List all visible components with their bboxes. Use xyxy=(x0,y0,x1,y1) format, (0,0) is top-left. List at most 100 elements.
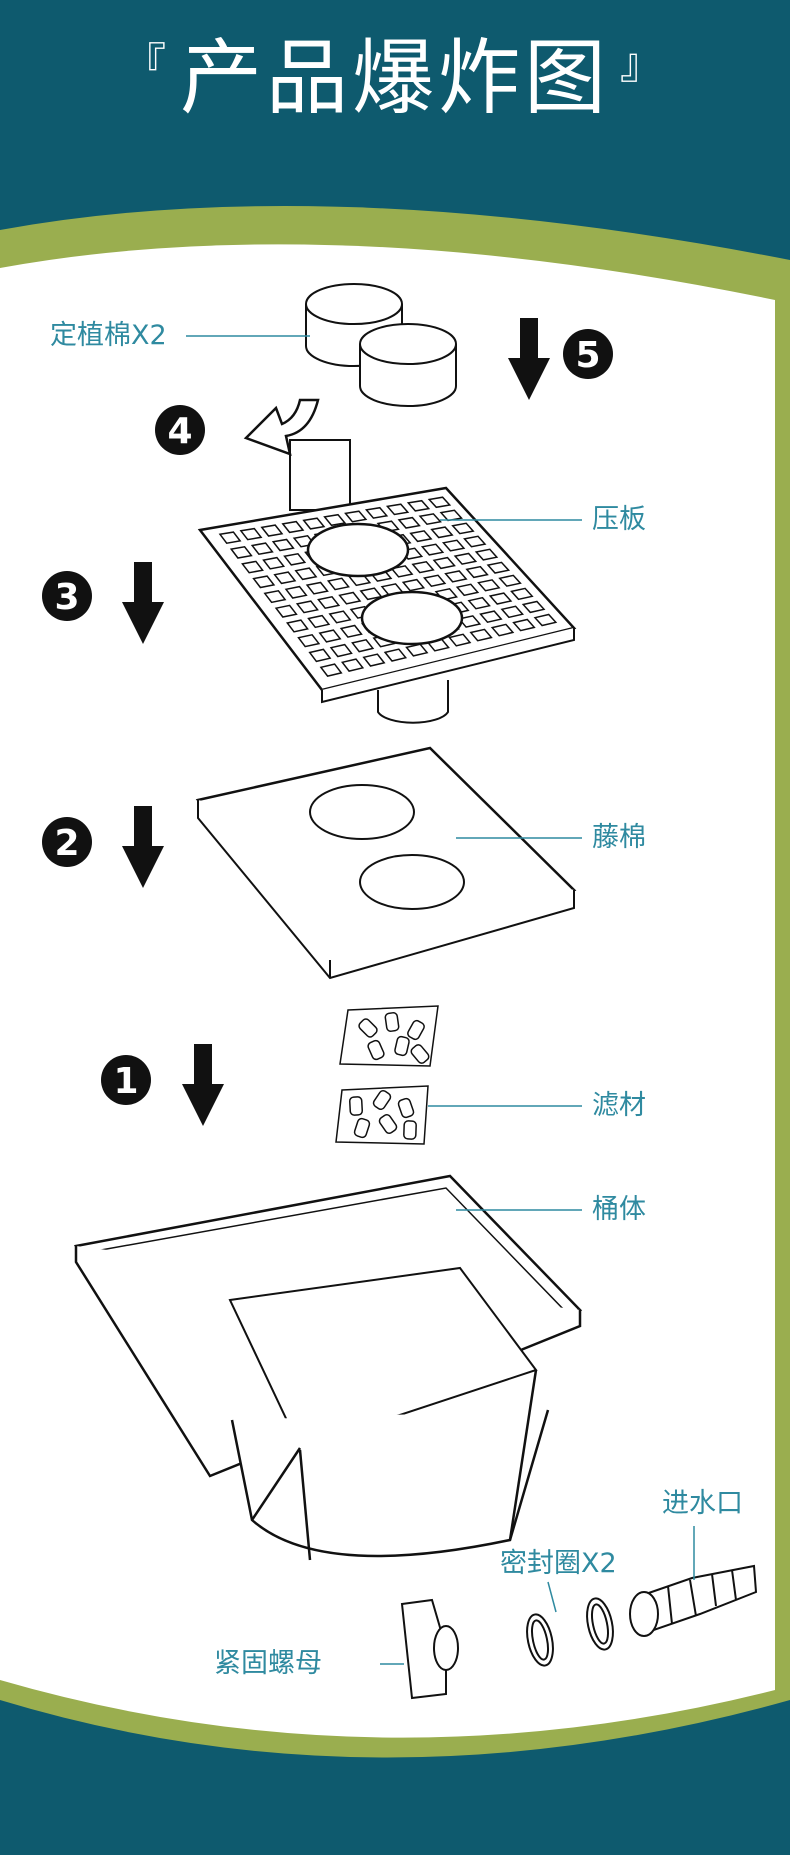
step-marker-3: 3 xyxy=(42,571,92,621)
plate-grid-cell xyxy=(307,614,331,629)
plate-grid-cell xyxy=(390,565,414,578)
plate-grid-cell xyxy=(339,624,363,638)
down-arrows xyxy=(122,318,550,1126)
plate-grid-cell xyxy=(250,542,274,556)
plate-grid-cell xyxy=(338,591,362,605)
plate-grid-cell xyxy=(328,610,352,624)
plate-grid-cell xyxy=(295,600,319,614)
plate-grid-cell xyxy=(308,648,332,663)
label-pressing-plate: 压板 xyxy=(592,504,646,535)
step-marker-1: 1 xyxy=(101,1055,151,1105)
plate-grid-cell xyxy=(498,574,522,587)
plate-grid-cell xyxy=(284,585,308,599)
plate-grid-cell xyxy=(294,567,318,581)
plate-grid-cell xyxy=(488,592,513,605)
plate-grid-cell xyxy=(448,633,472,647)
filter-media-chip xyxy=(403,1120,417,1140)
plate-grid-cell xyxy=(406,499,431,512)
leader-lines xyxy=(186,335,695,1665)
plate-grid-cell xyxy=(521,600,546,614)
label-planting-cotton: 定植棉X2 xyxy=(50,320,167,351)
plate-grid-cell xyxy=(467,596,491,610)
plate-grid-cell xyxy=(397,516,421,529)
step-markers: 5 4 3 2 1 xyxy=(42,329,613,1105)
plate-grid-cell xyxy=(411,560,435,574)
label-rattan-pad: 藤棉 xyxy=(592,822,646,853)
plate-grid-cell xyxy=(469,628,493,642)
plate-grid-cell xyxy=(385,503,410,516)
fastening-nut xyxy=(400,1598,459,1700)
plate-grid-cell xyxy=(364,506,389,519)
down-arrow-5 xyxy=(508,318,550,400)
down-arrow-1 xyxy=(182,1044,224,1126)
svg-text:1: 1 xyxy=(113,1061,138,1102)
plate-grid-cell xyxy=(318,629,342,643)
plate-grid-cell xyxy=(305,581,329,595)
plate-grid-cell xyxy=(453,552,478,565)
plate-grid-cell xyxy=(477,579,501,592)
label-water-inlet: 进水口 xyxy=(662,1488,743,1519)
plate-grid-cell xyxy=(319,663,343,677)
filter-media-chip xyxy=(407,1019,425,1041)
plate-grid-cell xyxy=(241,560,264,574)
plate-grid-cell xyxy=(351,638,375,653)
plate-grid-cell xyxy=(317,595,341,610)
plate-grid-cell xyxy=(273,571,297,585)
plate-grid-cell xyxy=(297,633,321,648)
plate-grid-cell xyxy=(457,615,482,628)
filter-media-chip xyxy=(384,1012,400,1032)
filter-media-chip xyxy=(397,1097,415,1119)
plate-grid-cell xyxy=(323,513,347,527)
label-seal-rings: 密封圈X2 xyxy=(500,1548,617,1579)
svg-text:3: 3 xyxy=(54,577,79,618)
title-right-bracket: 』 xyxy=(620,39,667,88)
plate-grid-cell xyxy=(479,610,503,624)
plate-grid-cell xyxy=(486,561,511,574)
step-marker-4: 4 xyxy=(155,405,205,455)
plate-grid-cell xyxy=(418,513,442,526)
plate-grid-cell xyxy=(383,648,408,662)
plate-grid-cell xyxy=(285,619,309,633)
plate-grid-cell xyxy=(430,526,454,539)
plate-grid-cell xyxy=(252,575,276,589)
down-arrow-3 xyxy=(122,562,164,644)
plate-grid-cell xyxy=(463,535,487,548)
plate-grid-cell xyxy=(344,510,368,523)
label-bucket-body: 桶体 xyxy=(592,1194,646,1225)
plate-grid-cell xyxy=(510,587,534,601)
plate-grid-cell xyxy=(490,623,515,637)
plate-grid-cell xyxy=(474,548,499,561)
plate-grid-cell xyxy=(444,570,468,583)
plate-grid-cell xyxy=(329,643,353,658)
plate-grid-cell xyxy=(274,604,298,618)
filter-media-chip xyxy=(353,1117,371,1139)
filter-media-chip xyxy=(410,1044,430,1064)
filter-media-bags xyxy=(335,1005,439,1145)
plate-grid-cell xyxy=(420,543,445,556)
turn-arrow xyxy=(243,398,320,456)
plate-grid-cell xyxy=(432,556,456,570)
plate-grid-cell xyxy=(405,643,429,657)
step-marker-5: 5 xyxy=(563,329,613,379)
title-left-bracket: 『 xyxy=(123,39,170,88)
plate-grid-cell xyxy=(229,545,253,559)
plate-grid-cell xyxy=(302,517,326,530)
seal-rings xyxy=(526,1597,614,1667)
plate-grid-cell xyxy=(500,605,525,619)
plate-grid-cell xyxy=(401,578,426,592)
rattan-pad xyxy=(195,746,577,980)
plate-grid-cell xyxy=(260,524,284,537)
filter-media-chip xyxy=(367,1039,385,1061)
plate-grid-cell xyxy=(362,653,386,667)
plate-grid-cell xyxy=(263,589,287,604)
plate-grid-cell xyxy=(281,520,305,534)
plate-grid-cell xyxy=(533,613,558,627)
label-fastening-nut: 紧固螺母 xyxy=(214,1648,322,1679)
plate-grid-cell xyxy=(271,538,295,552)
plate-grid-cell xyxy=(218,531,242,545)
plate-grid-cell xyxy=(441,539,466,552)
filter-media-chip xyxy=(378,1114,398,1134)
plate-grid-cell xyxy=(262,556,286,570)
